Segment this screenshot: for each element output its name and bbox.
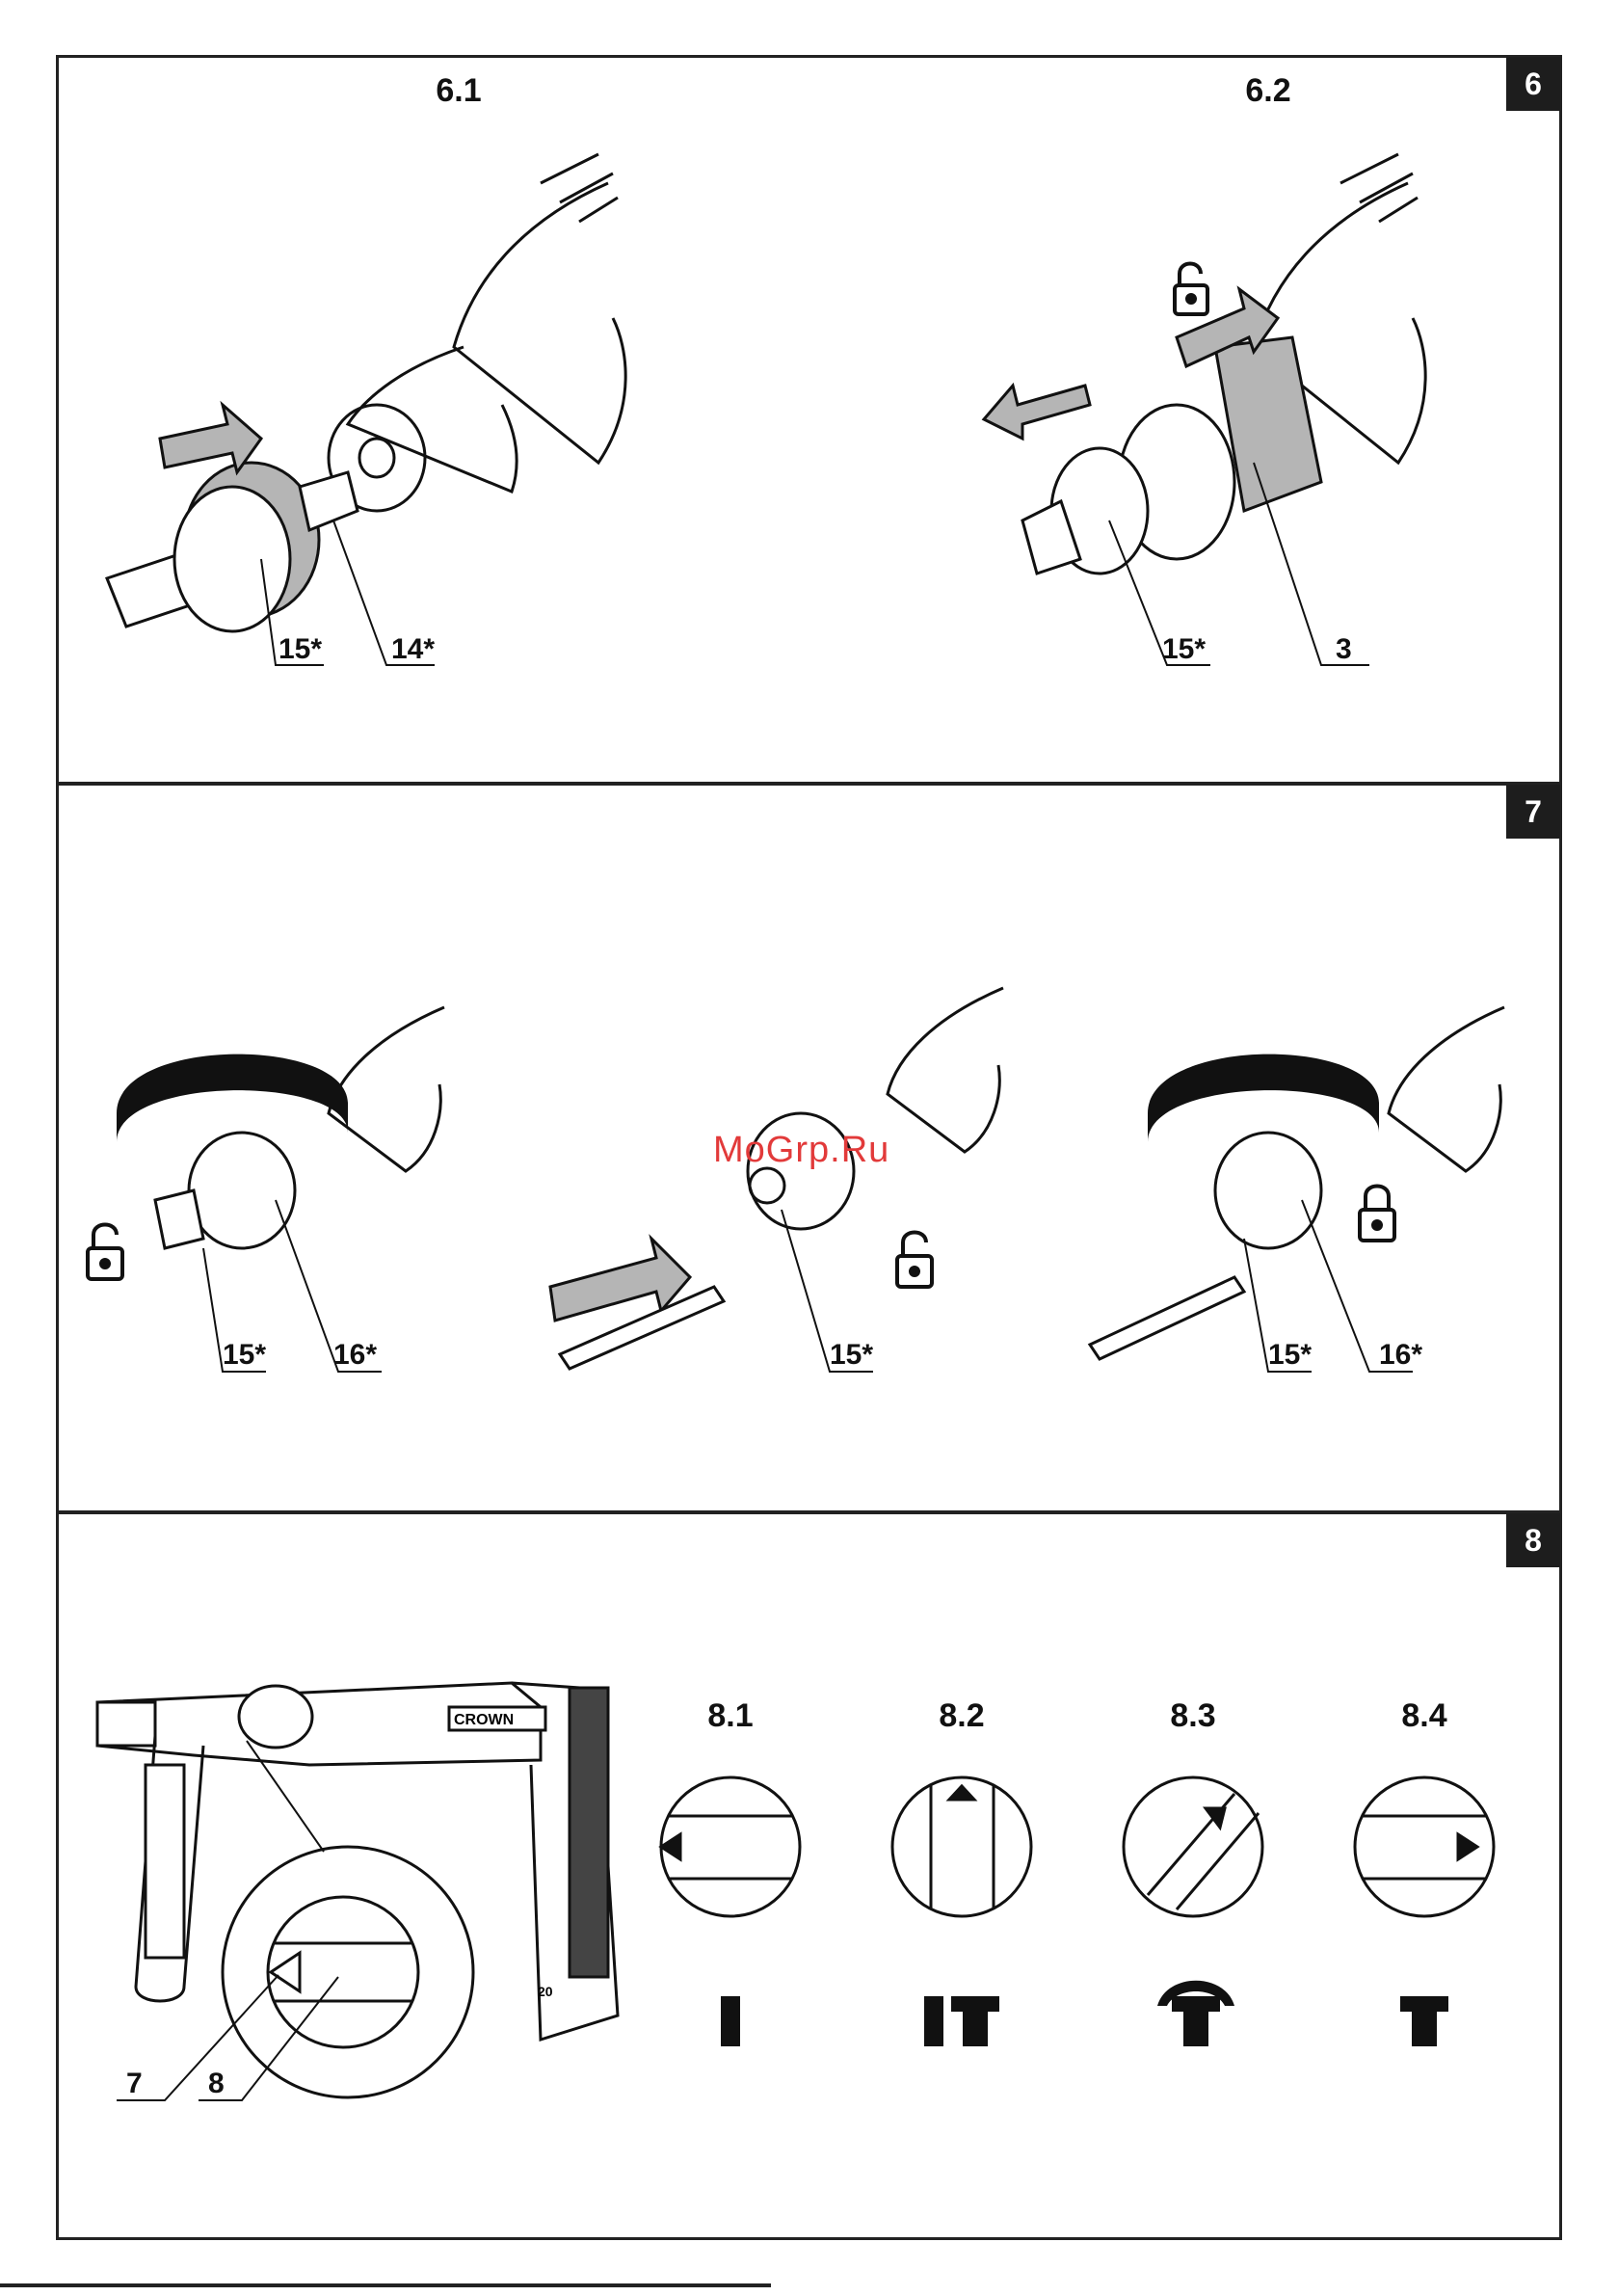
brand-logo-small: CROWN	[454, 1712, 514, 1728]
callout-15-7-c: 15*	[1268, 1339, 1312, 1371]
hammer-drill-icon	[924, 1996, 999, 2046]
callout-7-8: 7	[126, 2068, 143, 2099]
callout-15-7-b: 15*	[830, 1339, 873, 1371]
mode-dial-8-4	[1355, 1777, 1494, 1916]
callout-8-8: 8	[208, 2068, 225, 2099]
callout-16-7-a: 16*	[333, 1339, 377, 1371]
watermark: MoGrp.Ru	[713, 1130, 889, 1171]
chuck-attach-illustration: 15* 14* 15* 3	[59, 58, 1565, 788]
mode-selector-illustration: CROWN 20 7 8	[59, 1514, 1565, 2243]
mode-dial-8-3	[1124, 1777, 1262, 1916]
unlock-icon-7-b	[897, 1233, 932, 1288]
drill-body-7-b	[748, 988, 1003, 1229]
footer-rule	[0, 2283, 771, 2287]
rotation-arrow-icon	[117, 1055, 348, 1142]
drill-body-6-1	[329, 154, 625, 511]
mode-dial-8-2	[892, 1777, 1031, 1916]
chisel-only-icon	[1400, 1996, 1448, 2046]
chisel-rotate-icon	[1157, 1981, 1234, 2046]
push-arrow-icon	[160, 405, 261, 472]
unlock-icon-7-a	[88, 1225, 122, 1280]
callout-15-6-2: 15*	[1162, 633, 1206, 665]
drill-bit-7-c	[1090, 1277, 1244, 1359]
magnified-mode-dial	[223, 1847, 473, 2097]
rotation-arrow-icon-7-c	[1148, 1055, 1379, 1142]
callout-15-6-1: 15*	[279, 633, 322, 665]
pull-out-arrow-icon	[984, 386, 1090, 439]
drill-only-icon	[721, 1996, 740, 2046]
callout-15-7-a: 15*	[223, 1339, 266, 1371]
unlock-icon	[1175, 264, 1207, 315]
drill-body-7-a	[155, 1007, 444, 1248]
drill-chuck-6-1	[107, 463, 358, 631]
figure-panel-6: 6 6.1 6.2 15* 14*	[56, 55, 1562, 785]
drill-chuck-6-2	[1022, 405, 1234, 574]
figure-panel-8: 8 8.1 8.2 8.3 8.4 CROWN 20	[56, 1511, 1562, 2240]
callout-16-7-c: 16*	[1379, 1339, 1422, 1371]
dial-number: 20	[538, 1984, 553, 1999]
mode-dial-8-1	[661, 1777, 800, 1916]
callout-14-6-1: 14*	[391, 633, 435, 665]
lock-icon	[1360, 1187, 1394, 1241]
callout-3-6-2: 3	[1336, 633, 1352, 665]
